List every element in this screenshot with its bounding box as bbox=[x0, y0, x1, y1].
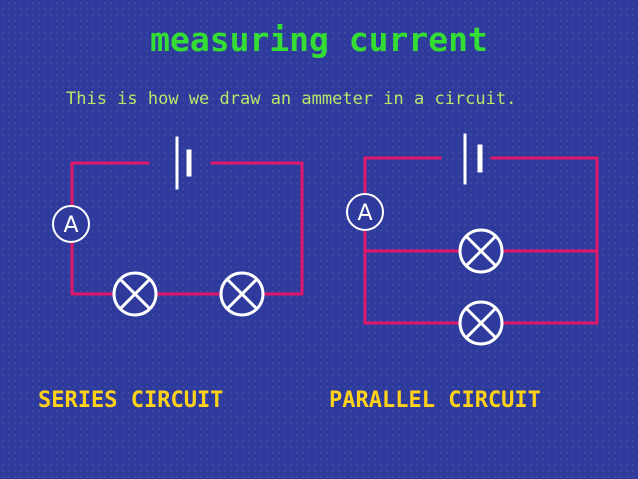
series-wire bbox=[70, 161, 304, 296]
series-circuit-label: SERIES CIRCUIT bbox=[38, 388, 224, 413]
slide-subtitle: This is how we draw an ammeter in a circ… bbox=[66, 89, 517, 109]
series-ammeter: A bbox=[52, 205, 90, 243]
parallel-circuit: A bbox=[346, 133, 599, 346]
series-lamp-2 bbox=[219, 271, 265, 317]
slide-title: measuring current bbox=[150, 20, 488, 59]
series-ammeter-label: A bbox=[63, 213, 78, 238]
parallel-circuit-label: PARALLEL CIRCUIT bbox=[329, 388, 541, 413]
parallel-lamp-2 bbox=[458, 300, 504, 346]
parallel-cell-symbol bbox=[463, 133, 483, 185]
parallel-lamp-1 bbox=[458, 228, 504, 274]
series-lamp-1 bbox=[112, 271, 158, 317]
parallel-wire bbox=[363, 156, 599, 325]
parallel-ammeter-label: A bbox=[357, 201, 372, 226]
series-cell-symbol bbox=[175, 136, 192, 190]
parallel-ammeter: A bbox=[346, 193, 384, 231]
series-circuit: A bbox=[52, 136, 304, 317]
